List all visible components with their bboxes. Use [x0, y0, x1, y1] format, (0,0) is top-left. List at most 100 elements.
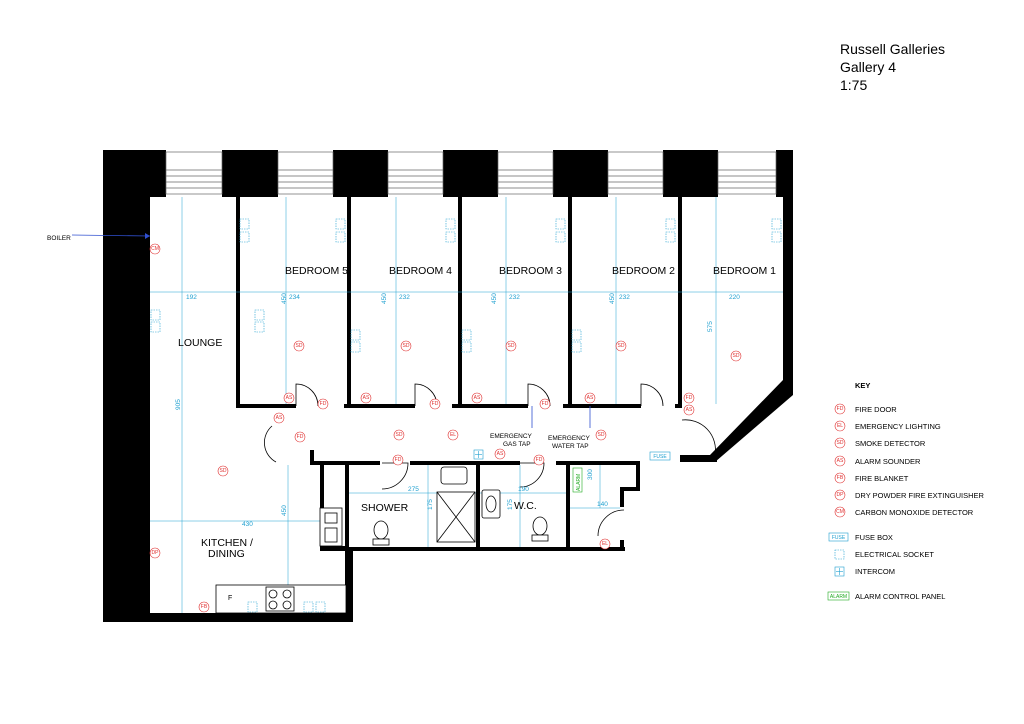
- symbol-fd-1-text: FD: [320, 401, 327, 407]
- symbol-as-5-text: AS: [686, 407, 693, 413]
- legend-fb-code: FB: [837, 475, 844, 481]
- legend-fd-label: FIRE DOOR: [855, 405, 897, 414]
- room-wc: W.C.: [514, 500, 537, 512]
- dim-190: 190: [518, 486, 529, 493]
- symbol-el-1: [447, 429, 459, 441]
- legend-fuse-code: FUSE: [832, 535, 846, 541]
- symbol-sd-corridor-2: [595, 429, 607, 441]
- symbol-fd-2: [429, 398, 441, 410]
- dim-175-a: 175: [427, 499, 434, 510]
- legend-as-label: ALARM SOUNDER: [855, 457, 921, 466]
- legend-dp-code: DP: [837, 492, 845, 498]
- dim-232-c: 232: [619, 294, 630, 301]
- symbol-sd-corridor-2-text: SD: [598, 432, 605, 438]
- symbol-cm: [149, 243, 161, 255]
- water-tap-label-2: WATER TAP: [552, 443, 589, 450]
- legend-el-label: EMERGENCY LIGHTING: [855, 422, 941, 431]
- room-kitchen-2: DINING: [208, 548, 245, 560]
- safety-symbols: [149, 243, 742, 613]
- dim-575: 575: [707, 321, 714, 332]
- legend-socket-label: ELECTRICAL SOCKET: [855, 550, 934, 559]
- dim-234: 234: [289, 294, 300, 301]
- windows: [165, 151, 777, 195]
- legend-sd-label: SMOKE DETECTOR: [855, 439, 926, 448]
- symbol-sd-bed5-text: SD: [296, 343, 303, 349]
- legend-as-icon: [834, 455, 846, 467]
- symbol-dp: [149, 547, 161, 559]
- dim-175-b: 175: [507, 499, 514, 510]
- intercom: [473, 449, 484, 460]
- legend-el-icon: [834, 420, 846, 432]
- symbol-fd-1: [317, 398, 329, 410]
- symbol-fd-2-text: FD: [432, 401, 439, 407]
- symbol-as-7-text: AS: [497, 451, 504, 457]
- symbol-fd-5-text: FD: [297, 434, 304, 440]
- symbol-sd-bed3-text: SD: [508, 343, 515, 349]
- fridge-label: F: [228, 595, 232, 602]
- dim-220: 220: [729, 294, 740, 301]
- symbol-sd-bed4-text: SD: [403, 343, 410, 349]
- fixtures: [215, 466, 549, 614]
- symbol-sd-bed1: [730, 350, 742, 362]
- symbol-sd-bed4: [400, 340, 412, 352]
- dim-275: 275: [408, 486, 419, 493]
- room-kitchen-1: KITCHEN /: [201, 537, 253, 549]
- room-bedroom-4: BEDROOM 4: [389, 265, 452, 277]
- plan-title: Russell Galleries: [840, 41, 946, 57]
- legend-intercom-label: INTERCOM: [855, 567, 895, 576]
- symbol-sd-corridor-text: SD: [396, 432, 403, 438]
- dim-232-b: 232: [509, 294, 520, 301]
- symbol-fd-6: [392, 454, 404, 466]
- toilet-shower: [373, 520, 389, 540]
- symbol-as-4: [584, 392, 596, 404]
- symbol-sd-bed2-text: SD: [618, 343, 625, 349]
- symbol-sd-lounge: [217, 465, 229, 477]
- symbol-fd-4: [683, 392, 695, 404]
- symbol-fd-6-text: FD: [395, 457, 402, 463]
- symbol-as-6-text: AS: [276, 415, 283, 421]
- plan-subtitle: Gallery 4: [840, 59, 897, 75]
- electrical-sockets: [150, 218, 782, 613]
- room-bedroom-1: BEDROOM 1: [713, 265, 776, 277]
- symbol-fd-3-text: FD: [542, 401, 549, 407]
- legend-socket-icon: [834, 549, 845, 560]
- symbol-fd-7-text: FD: [536, 457, 543, 463]
- dim-192: 192: [186, 294, 197, 301]
- safety-symbol-labels: CM SD SD SD SD SD AS FD AS FD AS FD AS F…: [151, 246, 740, 610]
- legend-heading: KEY: [855, 381, 870, 390]
- symbol-fb: [198, 601, 210, 613]
- symbol-fd-5: [294, 431, 306, 443]
- legend-fuse-label: FUSE BOX: [855, 533, 893, 542]
- legend-alarm-icon: [827, 591, 850, 601]
- boiler-pointer: [71, 234, 151, 237]
- legend-fuse-icon: [828, 532, 849, 542]
- legend-fd-icon: [834, 403, 846, 415]
- legend-sd-code: SD: [837, 440, 844, 446]
- dim-905: 905: [175, 399, 182, 410]
- room-lounge: LOUNGE: [178, 337, 222, 349]
- symbol-el-2: [599, 538, 611, 550]
- legend-cm-label: CARBON MONOXIDE DETECTOR: [855, 508, 974, 517]
- room-shower: SHOWER: [361, 502, 409, 514]
- symbol-fb-text: FB: [201, 604, 208, 610]
- room-bedroom-5: BEDROOM 5: [285, 265, 348, 277]
- outer-walls: [103, 150, 793, 622]
- water-tap-label-1: EMERGENCY: [548, 435, 591, 442]
- legend-el-code: EL: [837, 423, 843, 429]
- dim-300: 300: [587, 469, 594, 480]
- fuse-box-label: FUSE: [653, 454, 667, 460]
- legend-fb-label: FIRE BLANKET: [855, 474, 909, 483]
- boiler-label: BOILER: [47, 235, 71, 242]
- interior-walls: [236, 197, 682, 622]
- dim-450-e: 450: [281, 505, 288, 516]
- legend-dp-icon: [834, 489, 846, 501]
- symbol-fd-7: [533, 454, 545, 466]
- room-bedroom-3: BEDROOM 3: [499, 265, 562, 277]
- legend-alarm-code: ALARM: [830, 594, 847, 600]
- legend-cm-icon: [834, 506, 846, 518]
- alarm-panel-label: ALARM: [576, 474, 582, 491]
- legend-cm-code: CM: [836, 509, 844, 515]
- toilet-wc: [532, 516, 548, 536]
- boiler-pointer-head: [145, 233, 150, 239]
